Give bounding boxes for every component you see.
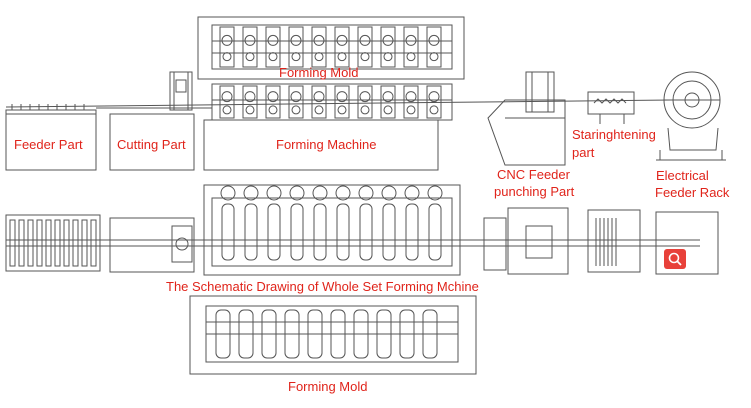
top-forming-mold-drawing	[197, 16, 465, 80]
forming-machine-label: Forming Machine	[276, 137, 377, 152]
schematic-title-label: The Schematic Drawing of Whole Set Formi…	[166, 279, 479, 294]
plan-view-drawing	[5, 184, 719, 276]
forming-mold-bottom-label: Forming Mold	[288, 379, 368, 394]
bottom-forming-mold-drawing	[189, 295, 477, 375]
feeder-part-label: Feeder Part	[14, 137, 83, 152]
forming-mold-top-label: Forming Mold	[279, 65, 359, 80]
electrical-label-line2: Feeder Rack	[655, 185, 730, 200]
straightening-label-line2: part	[572, 145, 595, 160]
magnifier-icon	[668, 252, 682, 266]
cnc-feeder-label-line2: punching Part	[494, 184, 575, 199]
zoom-button[interactable]	[664, 249, 686, 269]
straightening-label-line1: Staringhtening	[572, 127, 656, 142]
electrical-label-line1: Electrical	[656, 168, 709, 183]
cnc-feeder-label-line1: CNC Feeder	[497, 167, 570, 182]
side-view-drawing	[5, 71, 726, 171]
cutting-part-label: Cutting Part	[117, 137, 186, 152]
